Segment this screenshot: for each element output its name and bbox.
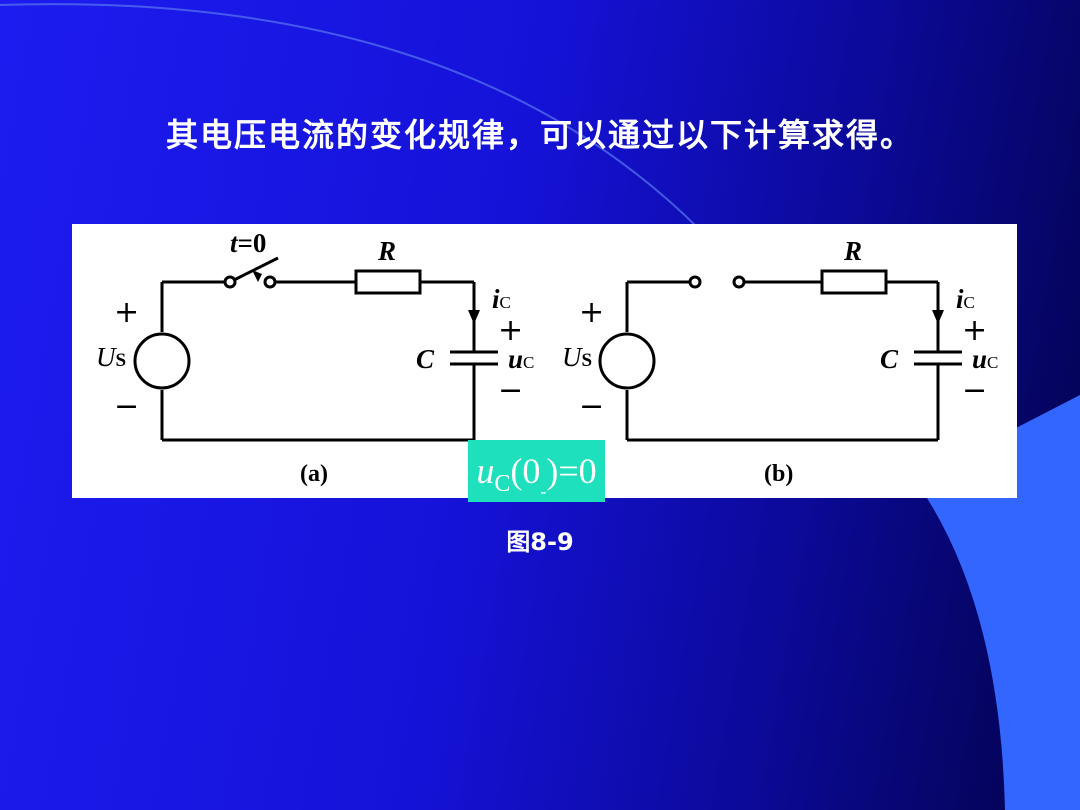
- resistor-a-label: R: [378, 236, 397, 266]
- switch-label: t=0: [230, 228, 267, 258]
- voltage-a-label: uC: [508, 344, 535, 374]
- source-b-minus: −: [579, 389, 605, 424]
- capacitor-b-minus: −: [962, 373, 988, 408]
- slide-title: 其电压电流的变化规律，可以通过以下计算求得。: [165, 116, 914, 154]
- source-b-label: US: [562, 342, 593, 372]
- circuit-wires: [133, 256, 962, 442]
- current-a-label: iC: [492, 284, 511, 314]
- capacitor-b-label: C: [880, 344, 899, 374]
- capacitor-a-plus: +: [498, 313, 524, 348]
- capacitor-a-label: C: [416, 344, 435, 374]
- source-a-label: US: [96, 342, 127, 372]
- circuit-a-caption: (a): [300, 461, 328, 487]
- source-a-plus: +: [114, 295, 140, 330]
- source-a-minus: −: [114, 389, 140, 424]
- capacitor-a-minus: −: [498, 373, 524, 408]
- figure-caption: 图8-9: [506, 528, 574, 556]
- current-b-label: iC: [956, 284, 975, 314]
- initial-condition-box: uC(0-)=0: [468, 440, 605, 502]
- voltage-b-label: uC: [972, 344, 999, 374]
- circuit-b-caption: (b): [764, 461, 794, 487]
- capacitor-b-plus: +: [962, 313, 988, 348]
- resistor-b-label: R: [844, 236, 863, 266]
- source-b-plus: +: [579, 295, 605, 330]
